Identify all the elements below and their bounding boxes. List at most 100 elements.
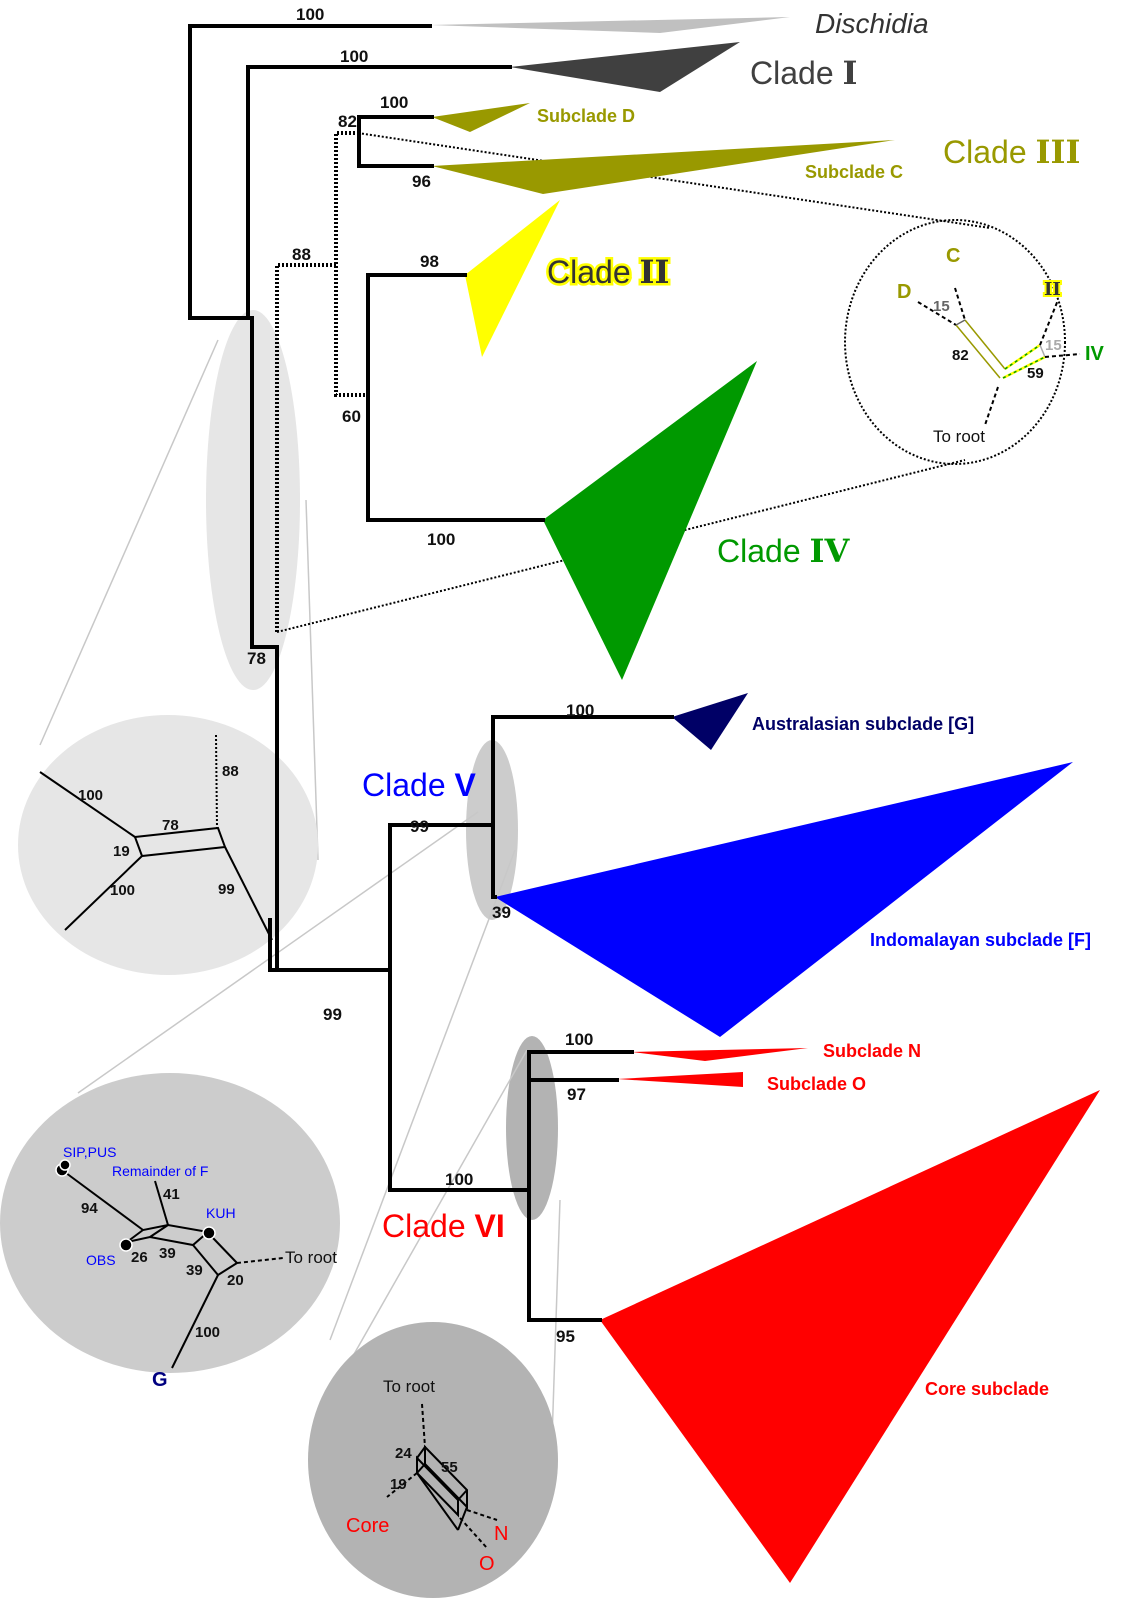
label-clade-i: Clade I [750,54,857,92]
inset-value-cd-split: 15 [933,298,950,315]
edge-top-left [39,771,136,838]
inset-label-d: D [897,281,911,303]
branch-clade-iii [357,115,434,168]
guide-line [39,339,219,746]
inset-value-20: 20 [227,1272,244,1289]
subclade-d-triangle [432,103,530,132]
branch-dischidia [188,24,432,320]
support-clade-vi: 100 [445,1170,473,1189]
label-subclade-f: Indomalayan subclade [F] [870,930,1091,950]
cube-edge [416,1446,426,1459]
inset-label-n: N [494,1523,508,1545]
support-78: 78 [247,649,266,668]
cube-edge [457,1506,468,1531]
split-inner [149,1224,169,1238]
label-subclade-c: Subclade C [805,162,903,182]
guide-line [344,1049,528,1371]
support-subclade-f: 39 [492,903,511,922]
inset-value-39a: 39 [159,1245,176,1262]
inset-label-to-root: To root [383,1377,435,1396]
branch-clade-vi [388,968,531,1192]
support-88: 88 [292,245,311,264]
support-clade-i: 100 [340,47,368,66]
label-clade-v: Clade V [362,767,477,803]
inset-pointer-line [357,132,991,229]
label-subclade-n: Subclade N [823,1041,921,1061]
inset-label-to-root: To root [285,1248,337,1267]
dischidia-triangle [430,17,790,33]
support-subclade-d: 100 [380,93,408,112]
edge-remainder [154,1180,169,1226]
edge-n [466,1509,498,1521]
edge-bottom-left [64,855,143,931]
inset-label-remainder: Remainder of F [112,1163,208,1179]
inset-label-core: Core [346,1515,389,1537]
label-subclade-g: Australasian subclade [G] [752,714,974,734]
label-clade-iii: Clade III [943,133,1080,171]
inset-label-g: G [152,1369,168,1391]
branch-clade-ii-iv [366,273,545,522]
inset-value-bottom-right: 99 [218,881,235,898]
inset-value-26: 26 [131,1249,148,1266]
branch-clade-iii-stem [334,131,366,397]
cube-edge [416,1472,459,1531]
edge-ii-iv-b-dash [1002,356,1046,379]
obs-node [119,1238,133,1252]
subclade-c-triangle [432,140,895,194]
inset-value-41: 41 [163,1186,180,1203]
support-subclade-n: 100 [565,1030,593,1049]
inset-label-ii: II [1044,279,1061,300]
inset-value-box-top: 78 [162,817,179,834]
edge-bottom-right [224,846,273,941]
clade-iii-network-inset [844,219,1066,465]
core-subclade-triangle [600,1090,1100,1583]
inset-value-19: 19 [390,1476,407,1493]
inset-value-bottom-left: 100 [110,882,135,899]
inset-value-ii-iv: 59 [1027,365,1044,382]
edge-sip-pus [61,1169,144,1231]
label-subclade-o: Subclade O [767,1074,866,1094]
subclade-o-triangle [617,1072,743,1087]
support-clade-ii: 98 [420,252,439,271]
branch-n-core [527,1050,634,1322]
split-20 [217,1262,238,1276]
support-subclade-o: 97 [567,1085,586,1104]
clade-vi-highlight-ellipse [506,1036,558,1220]
inset-label-sip-pus: SIP,PUS [63,1144,116,1160]
edge-iv [1044,353,1081,358]
edge-d [917,301,957,326]
clade-vi-network-inset [308,1322,558,1598]
inset-value-c-iii: 82 [952,347,969,364]
support-clade-iii: 82 [338,112,357,131]
inset-value-top-right: 88 [222,763,239,780]
sip-pus-node [59,1159,71,1171]
inset-label-to-root: To root [933,427,985,446]
edge-39b [192,1244,219,1276]
clade-ii-triangle [465,200,560,357]
edge-cd-b [964,319,1006,370]
support-dischidia: 100 [296,5,324,24]
kuh-node [202,1226,216,1240]
inset-value-ii-iv-split: 15 [1045,337,1062,354]
branch-g-f [491,715,674,899]
edge-top-right [215,734,218,829]
edge-cd-a [955,324,1001,379]
inset-label-kuh: KUH [206,1205,236,1221]
inset-value-55: 55 [441,1459,458,1476]
inset-value-24: 24 [395,1445,412,1462]
label-subclade-d: Subclade D [537,106,635,126]
support-60: 60 [342,407,361,426]
support-clade-iv: 100 [427,530,455,549]
label-clade-vi: Clade VI [382,1208,505,1244]
inset-value-top-left: 100 [78,787,103,804]
clade-i-triangle [510,42,740,92]
cube-bottom [416,1455,459,1518]
guide-line [305,499,319,861]
support-subclade-g: 100 [566,701,594,720]
inset-label-obs: OBS [86,1252,116,1268]
label-core-subclade: Core subclade [925,1379,1049,1399]
split-ii-iv [1039,344,1046,358]
clade-iii-network: C D II IV 15 82 15 59 To root [897,245,1105,446]
label-clade-ii: Clade II [547,253,669,291]
